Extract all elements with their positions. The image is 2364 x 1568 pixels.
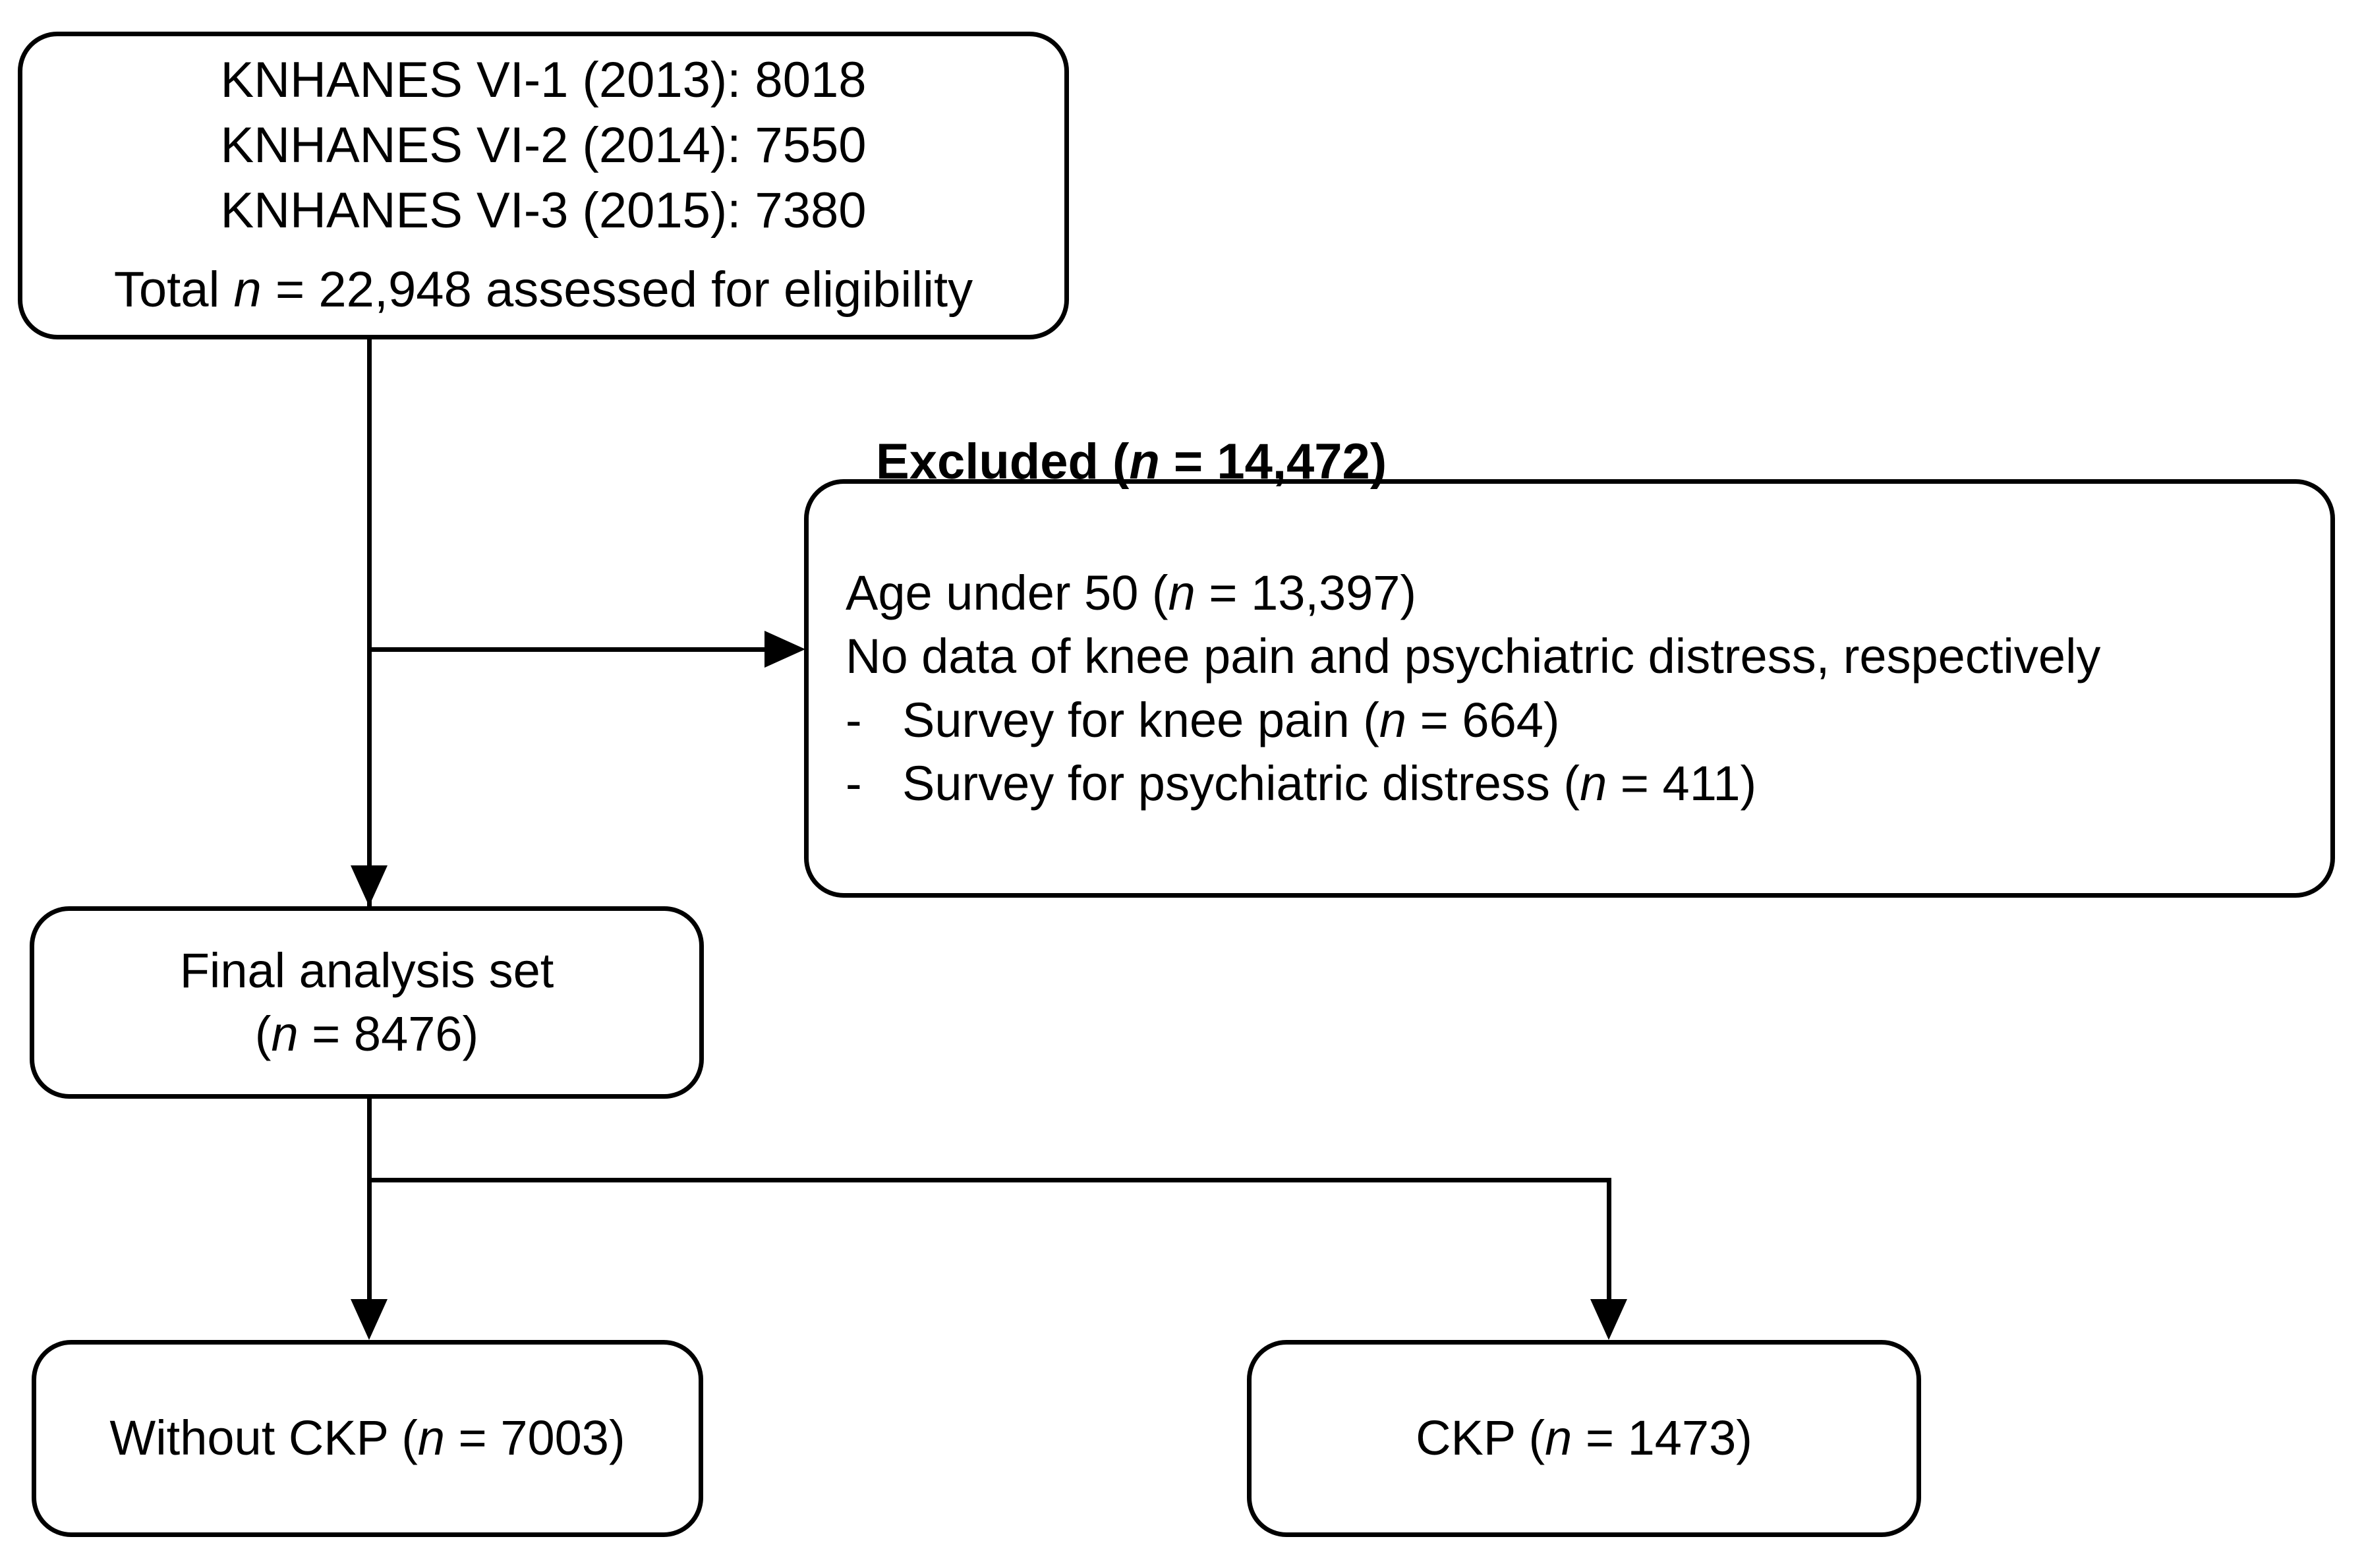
node-source-population: KNHANES VI-1 (2013): 8018 KNHANES VI-2 (… [18, 32, 1069, 339]
final-count-prefix: ( [254, 1006, 272, 1061]
excluded-age-n-symbol: n [1168, 566, 1196, 621]
source-total-suffix: = 22,948 assessed for eligibility [261, 262, 973, 318]
without-ckp-prefix: Without CKP ( [109, 1410, 418, 1466]
connector-branch-to-excluded [367, 647, 782, 652]
final-count-line: (n = 8476) [46, 1002, 687, 1066]
arrowhead-to-without-ckp [351, 1299, 388, 1340]
bullet-dash-icon: - [846, 755, 862, 811]
excluded-knee-suffix: = 664) [1406, 692, 1560, 747]
excluded-line-nodata: No data of knee pain and psychiatric dis… [846, 629, 2101, 684]
excluded-bullet-psych-text: Survey for psychiatric distress (n = 411… [902, 752, 1756, 815]
source-total-line: Total n = 22,948 assessed for eligibilit… [40, 258, 1047, 323]
excluded-age-suffix: = 13,397) [1195, 566, 1417, 621]
source-line-vi3: KNHANES VI-3 (2015): 7380 [220, 182, 867, 239]
excluded-bullet-knee-pain: - Survey for knee pain (n = 664) [846, 689, 2330, 752]
connector-drop-without-ckp [367, 1178, 372, 1303]
excluded-caption-suffix: = 14,472) [1159, 434, 1387, 490]
excluded-line-age: Age under 50 (n = 13,397) [846, 562, 2330, 625]
excluded-knee-n-symbol: n [1379, 692, 1407, 747]
arrowhead-to-final-analysis [351, 865, 388, 906]
excluded-psych-prefix: Survey for psychiatric distress ( [902, 755, 1580, 811]
source-total-n-symbol: n [233, 262, 262, 318]
connector-split-bar [367, 1178, 1611, 1182]
final-label: Final analysis set [179, 943, 554, 998]
without-ckp-n-symbol: n [417, 1410, 445, 1466]
node-without-ckp: Without CKP (n = 7003) [32, 1340, 703, 1537]
without-ckp-suffix: = 7003) [445, 1410, 625, 1466]
node-ckp: CKP (n = 1473) [1247, 1340, 1921, 1537]
source-total-prefix: Total [113, 262, 234, 318]
excluded-psych-suffix: = 411) [1607, 755, 1757, 811]
excluded-caption: Excluded (n = 14,472) [876, 433, 1387, 490]
node-final-analysis-set: Final analysis set (n = 8476) [30, 906, 704, 1099]
final-count-suffix: = 8476) [298, 1006, 479, 1061]
ckp-prefix: CKP ( [1416, 1410, 1545, 1466]
source-line-vi2: KNHANES VI-2 (2014): 7550 [220, 117, 867, 173]
excluded-bullet-psych-distress: - Survey for psychiatric distress (n = 4… [846, 752, 2330, 815]
excluded-bullet-knee-text: Survey for knee pain (n = 664) [902, 689, 1560, 752]
excluded-caption-n-symbol: n [1129, 434, 1160, 490]
excluded-caption-prefix: Excluded ( [876, 434, 1130, 490]
without-ckp-line: Without CKP (n = 7003) [48, 1407, 687, 1470]
connector-final-stem [367, 1099, 372, 1180]
connector-drop-ckp [1607, 1178, 1611, 1303]
node-excluded-reasons: Age under 50 (n = 13,397) No data of kne… [804, 479, 2335, 898]
excluded-age-prefix: Age under 50 ( [846, 566, 1168, 621]
bullet-dash-icon: - [846, 692, 862, 747]
ckp-n-symbol: n [1545, 1410, 1572, 1466]
excluded-knee-prefix: Survey for knee pain ( [902, 692, 1379, 747]
connector-source-to-final [367, 339, 372, 906]
ckp-line: CKP (n = 1473) [1263, 1407, 1905, 1470]
arrowhead-to-excluded [764, 631, 805, 668]
arrowhead-to-ckp [1590, 1299, 1627, 1340]
source-line-vi1: KNHANES VI-1 (2013): 8018 [220, 51, 867, 108]
excluded-psych-n-symbol: n [1580, 755, 1607, 811]
final-count-n-symbol: n [271, 1006, 299, 1061]
ckp-suffix: = 1473) [1572, 1410, 1752, 1466]
